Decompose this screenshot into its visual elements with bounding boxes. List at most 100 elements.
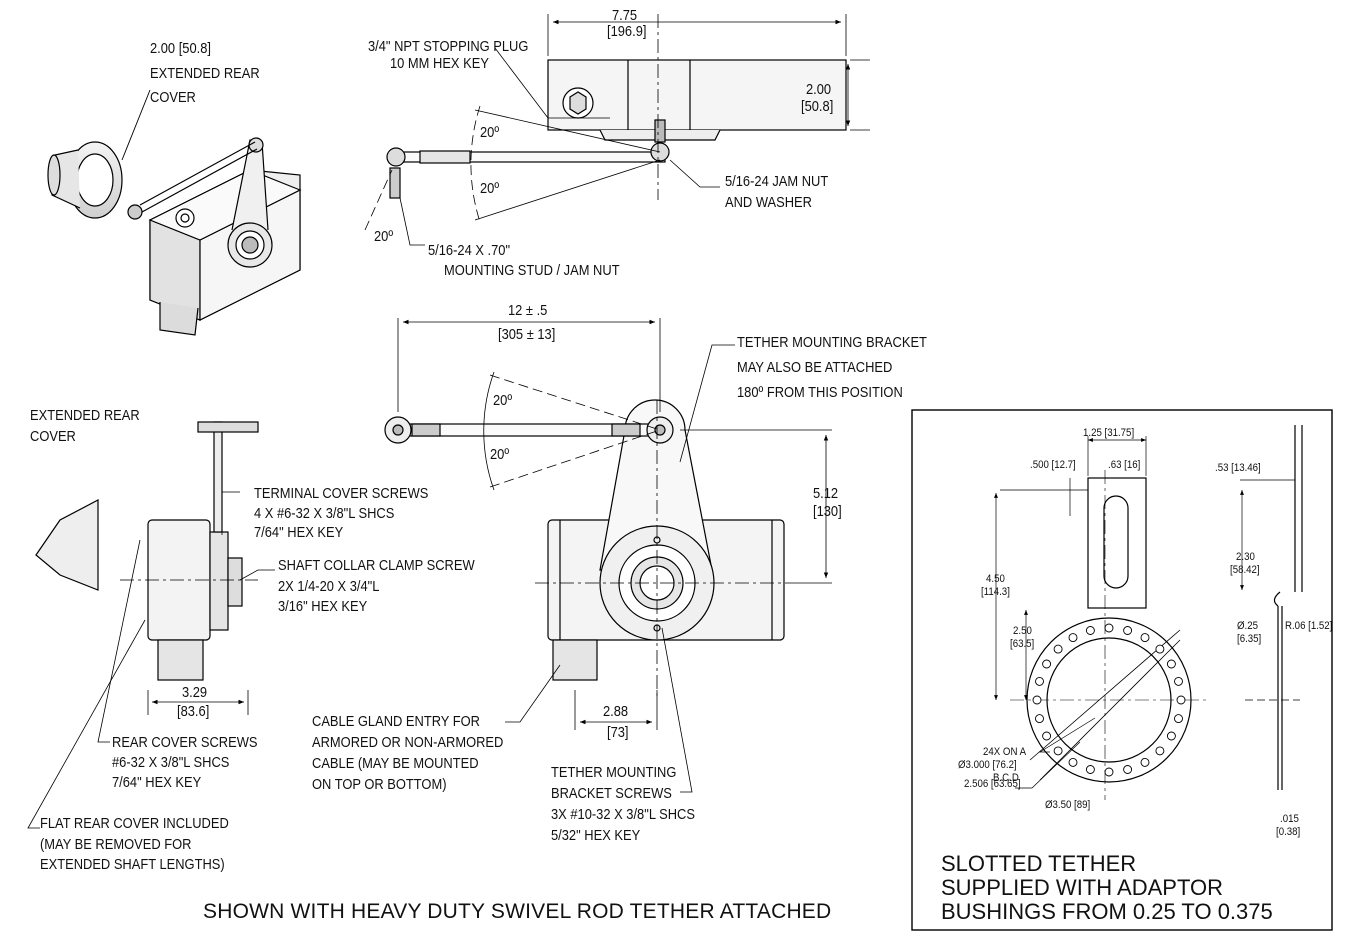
gland-label-4: ON TOP OR BOTTOM): [312, 776, 447, 793]
front-angle-upper: 20º: [493, 392, 513, 409]
bracket-screws-label-3: 3X #10-32 X 3/8"L SHCS: [551, 806, 695, 823]
bolt-hole: [1053, 746, 1063, 756]
bolt-hole: [1174, 714, 1183, 724]
front-angle-lower: 20º: [490, 446, 510, 463]
bolt-hole: [1035, 714, 1044, 724]
terminal-label-1: TERMINAL COVER SCREWS: [254, 485, 429, 502]
front-view-drawing: [384, 371, 790, 700]
bolt-hole: [1123, 626, 1133, 635]
top-angle-upper: 20º: [480, 124, 500, 141]
detail-title-1: SLOTTED TETHER: [941, 851, 1137, 876]
bracket-screws-label-2: BRACKET SCREWS: [551, 785, 672, 802]
bolt-hole: [1085, 626, 1095, 635]
rear-screws-label-2: #6-32 X 3/8"L SHCS: [112, 754, 230, 771]
detail-dim-230-mm: [58.42]: [1230, 564, 1260, 576]
bolt-hole: [1035, 676, 1044, 686]
detail-dim-230-in: 2.30: [1236, 551, 1255, 563]
bolt-hole: [1042, 659, 1052, 669]
detail-dim-2506: 2.506 [63.65]: [964, 778, 1021, 790]
detail-dim-width: 1.25 [31.75]: [1083, 427, 1135, 439]
gland-label-3: CABLE (MAY BE MOUNTED: [312, 755, 479, 772]
front-length-mm: [305 ± 13]: [498, 326, 556, 343]
flat-cover-label-3: EXTENDED SHAFT LENGTHS): [40, 856, 225, 873]
detail-dim-450-in: 4.50: [986, 573, 1005, 585]
bolt-hole: [1104, 767, 1114, 777]
bolt-hole: [1123, 765, 1133, 774]
bolt-hole: [1068, 757, 1078, 767]
flat-cover-label-1: FLAT REAR COVER INCLUDED: [40, 815, 229, 832]
flat-cover-label-2: (MAY BE REMOVED FOR: [40, 836, 192, 853]
stud-label-2: MOUNTING STUD / JAM NUT: [444, 262, 620, 279]
bolt-hole: [1085, 765, 1095, 774]
detail-dim-450-mm: [114.3]: [981, 586, 1010, 598]
bolt-hole: [1104, 623, 1114, 633]
front-length-dim: 12 ± .5: [508, 302, 548, 319]
iso-ext-cover-dim: 2.00 [50.8]: [150, 40, 211, 57]
detail-title-2: SUPPLIED WITH ADAPTOR: [941, 875, 1223, 900]
side-ext-cover-label-1: EXTENDED REAR: [30, 407, 140, 424]
detail-dim-015-mm: [0.38]: [1276, 826, 1301, 838]
detail-title-3: BUSHINGS FROM 0.25 TO 0.375: [941, 899, 1273, 924]
plug-label-2: 10 MM HEX KEY: [390, 55, 489, 72]
bolt-hole: [1068, 633, 1078, 643]
front-height-dim: 5.12: [813, 485, 839, 502]
bracket-label-2: MAY ALSO BE ATTACHED: [737, 359, 893, 376]
bolt-hole: [1176, 695, 1186, 705]
detail-bcd-label-2: Ø3.000 [76.2]: [958, 759, 1017, 771]
terminal-label-2: 4 X #6-32 X 3/8"L SHCS: [254, 505, 395, 522]
side-width-dim: 3.29: [182, 684, 208, 701]
rear-screws-label-3: 7/64" HEX KEY: [112, 774, 202, 791]
iso-ext-cover-label-2: COVER: [150, 89, 196, 106]
side-view-drawing: [35, 421, 259, 681]
rear-screws-label-1: REAR COVER SCREWS: [112, 734, 258, 751]
terminal-label-3: 7/64" HEX KEY: [254, 524, 344, 541]
detail-dim-250-in: 2.50: [1013, 625, 1032, 637]
detail-bcd-label-3: B.C.D: [993, 772, 1019, 784]
iso-extended-cover: [47, 141, 123, 219]
bolt-hole: [1032, 695, 1042, 705]
detail-dim-250-mm: [63.5]: [1010, 638, 1035, 650]
bolt-hole: [1155, 644, 1165, 654]
bracket-screws-label-1: TETHER MOUNTING: [551, 764, 677, 781]
jam-nut-label-2: AND WASHER: [725, 194, 812, 211]
bolt-hole: [1042, 731, 1052, 741]
iso-ext-cover-label-1: EXTENDED REAR: [150, 65, 260, 82]
jam-nut-label-1: 5/16-24 JAM NUT: [725, 173, 829, 190]
slotted-tether-drawing: [1010, 425, 1303, 800]
detail-dim-dia350: Ø3.50 [89]: [1045, 799, 1091, 811]
front-offset-mm: [73]: [607, 724, 629, 741]
detail-dim-r06: R.06 [1.52]: [1285, 620, 1333, 632]
bolt-hole: [1140, 757, 1150, 767]
side-width-mm: [83.6]: [177, 703, 210, 720]
plug-label-1: 3/4" NPT STOPPING PLUG: [368, 38, 529, 55]
bolt-hole: [1155, 746, 1165, 756]
top-height-mm: [50.8]: [801, 98, 834, 115]
front-offset-dim: 2.88: [603, 703, 629, 720]
front-height-mm: [130]: [813, 503, 842, 520]
gland-label-1: CABLE GLAND ENTRY FOR: [312, 713, 480, 730]
top-height-dim: 2.00: [806, 81, 832, 98]
collar-label-1: SHAFT COLLAR CLAMP SCREW: [278, 557, 475, 574]
drawing-caption: SHOWN WITH HEAVY DUTY SWIVEL ROD TETHER …: [203, 900, 832, 923]
bolt-hole: [1140, 633, 1150, 643]
iso-actuator-drawing: [47, 137, 302, 336]
bracket-screws-label-4: 5/32" HEX KEY: [551, 827, 641, 844]
detail-dim-53: .53 [13.46]: [1215, 462, 1261, 474]
detail-dim-dia25: Ø.25: [1237, 620, 1258, 632]
detail-dim-500: .500 [12.7]: [1030, 459, 1076, 471]
collar-label-3: 3/16" HEX KEY: [278, 598, 368, 615]
detail-dim-dia25-mm: [6.35]: [1237, 633, 1262, 645]
stud-label-1: 5/16-24 X .70": [428, 242, 511, 259]
top-angle-lower: 20º: [480, 180, 500, 197]
bolt-hole: [1166, 731, 1176, 741]
top-width-dim: 7.75: [612, 7, 638, 24]
bolt-hole: [1166, 659, 1176, 669]
bolt-circle-holes: [1032, 623, 1186, 777]
detail-dim-63: .63 [16]: [1108, 459, 1141, 471]
bolt-hole: [1053, 644, 1063, 654]
bracket-label-1: TETHER MOUNTING BRACKET: [737, 334, 927, 351]
top-angle-stud: 20º: [374, 228, 394, 245]
bolt-hole: [1174, 676, 1183, 686]
top-width-mm: [196.9]: [607, 23, 647, 40]
